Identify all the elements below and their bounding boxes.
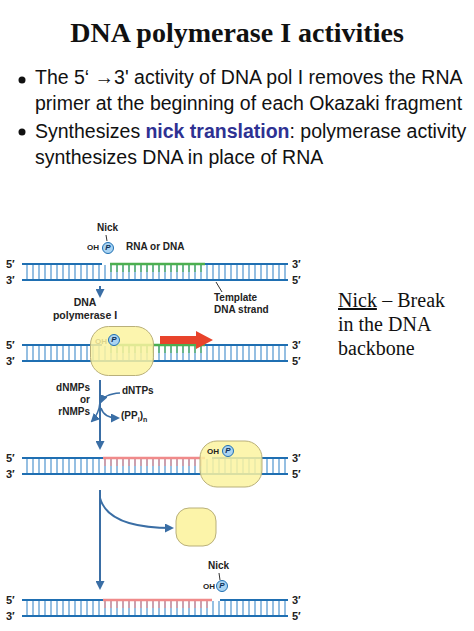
leader-line [219,573,220,580]
svg-part [103,459,205,466]
svg-part [103,457,205,460]
end-label: 5′ [292,610,301,622]
svg-part [103,601,212,608]
leader-line [216,282,222,292]
end-label: 5′ [6,452,15,464]
end-label: 3′ [292,258,301,270]
bullet-dot [19,77,26,84]
svg-part [22,457,103,459]
polymerase-enzyme: DNA polymerase IP [90,326,154,376]
end-label: 5′ [292,468,301,480]
bullet-text: The 5‘ →3' activity of DNA pol I removes… [35,66,462,114]
phosphate-symbol: P [217,581,227,591]
release-arrow [101,408,118,418]
byproduct-label: i [138,416,140,423]
svg-part [22,615,288,617]
nucleotide-label: dNMPs or rNMPs [46,382,90,418]
definition-term: Nick [338,289,377,311]
dissociation-arrow [100,498,172,528]
end-label: 3′ [6,468,15,480]
byproduct-label: (PPi)n [121,410,147,426]
leader-line [106,235,107,241]
byproduct-label: (PP [121,410,138,421]
svg-part [205,263,288,265]
polymerase-blob [176,508,216,546]
svg-part [22,279,288,281]
dna-duplex [22,600,288,616]
bullet-item: The 5‘ →3' activity of DNA pol I removes… [35,64,467,116]
svg-part [103,599,212,602]
enzyme-name: DNA polymerase I [48,296,122,322]
end-label: 5′ [292,274,301,286]
hydroxyl-label: OH [207,447,219,457]
dna-duplex [22,264,288,280]
end-label: 3′ [292,339,301,351]
svg-part [22,263,102,265]
bullet-item: Synthesizesnick translation: polymerase … [35,118,467,170]
definition-note: Nick– Break in the DNA backbone [338,288,460,360]
end-label: 5′ [6,258,15,270]
phosphate-symbol: P [109,335,119,345]
dna-duplex [22,345,288,361]
segment-label: RNA or DNA [126,241,185,253]
nucleotide-label: dNTPs [122,385,154,397]
svg-part [22,265,288,279]
hydroxyl-label: OH [203,582,215,592]
byproduct-label: n [143,416,147,423]
byproduct-label: ) [140,410,143,421]
svg-part [110,265,205,272]
step-arrow [99,380,101,448]
phosphate-symbol: P [223,446,233,456]
svg-part [205,344,288,346]
phosphate-circle: P [102,242,114,254]
phosphate-circle: P [108,334,120,346]
nick-label: Nick [97,222,118,234]
end-label: 5′ [6,339,15,351]
end-label: 3′ [292,594,301,606]
end-label: 3′ [6,274,15,286]
end-label: 3′ [6,355,15,367]
slide-title: DNA polymerase I activities [0,16,474,50]
step-arrow [99,490,101,588]
strand-label: Template DNA strand [214,292,276,316]
uptake-arrow [101,393,120,402]
direction-arrow [160,331,213,349]
hydroxyl-label: OH [87,243,99,253]
step-arrow [99,286,101,296]
bullet-dot [19,129,26,136]
svg-part [22,601,288,615]
svg-part [220,599,288,601]
svg-part [110,263,205,266]
key-term: nick translation [145,120,289,142]
svg-part [22,346,288,360]
phosphate-circle: P [216,580,228,592]
phosphate-circle: P [222,445,234,457]
phosphate-symbol: P [103,243,113,253]
end-label: 5′ [6,594,15,606]
polymerase-blob [200,441,262,487]
svg-part [22,360,288,362]
end-label: 5′ [292,355,301,367]
end-label: 3′ [292,452,301,464]
polymerase-outline [91,327,154,376]
release-arrow [92,402,100,421]
svg-part [22,599,103,601]
bullet-text: Synthesizes [35,120,140,142]
polymerase-shape [90,326,154,376]
nick-label: Nick [208,560,229,572]
end-label: 3′ [6,610,15,622]
